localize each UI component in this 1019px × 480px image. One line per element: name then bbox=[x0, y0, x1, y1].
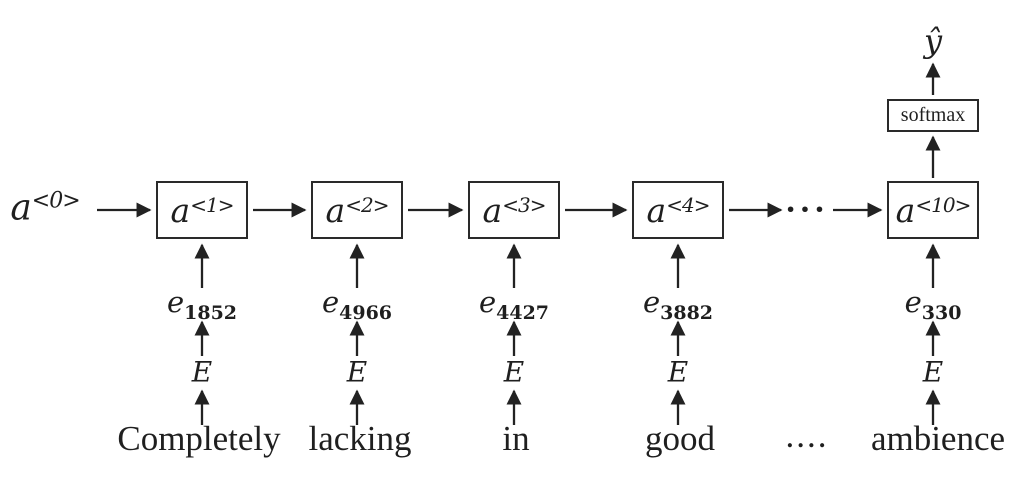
rnn-cell-box-2: a<2> bbox=[311, 181, 403, 239]
e-base: e bbox=[478, 285, 497, 319]
rnn-cell-box-1: a<1> bbox=[156, 181, 248, 239]
embedding-vector-label-5: e330 bbox=[904, 285, 962, 324]
e-base: e bbox=[642, 285, 661, 319]
embedding-matrix-label-1: E bbox=[191, 355, 213, 389]
hidden-state-sup: <2> bbox=[345, 192, 389, 217]
word-row-ellipsis: .... bbox=[785, 416, 829, 455]
embedding-vector-label-2: e4966 bbox=[321, 285, 392, 324]
embedding-matrix-label-5: E bbox=[922, 355, 944, 389]
embedding-vector-label-4: e3882 bbox=[642, 285, 713, 324]
e-base: e bbox=[904, 285, 922, 319]
hidden-state-sup: <4> bbox=[666, 192, 710, 217]
embedding-matrix-label-2: E bbox=[346, 355, 368, 389]
input-word-4: good bbox=[645, 419, 715, 458]
e-subscript: 3882 bbox=[660, 302, 714, 324]
input-word-2: lacking bbox=[308, 419, 412, 458]
hidden-state-base: a bbox=[325, 190, 346, 230]
hidden-state-base: a bbox=[170, 190, 191, 230]
initial-hidden-state-base: a bbox=[10, 187, 32, 229]
rnn-cell-box-3: a<3> bbox=[468, 181, 560, 239]
hidden-state-sup: <10> bbox=[915, 192, 971, 217]
hidden-row-ellipsis: ··· bbox=[785, 192, 829, 228]
embedding-matrix-label-3: E bbox=[503, 355, 525, 389]
initial-hidden-state-label: a<0> bbox=[10, 187, 81, 229]
initial-hidden-state-sup: <0> bbox=[31, 188, 81, 214]
hidden-state-base: a bbox=[646, 190, 667, 230]
e-subscript: 4427 bbox=[496, 302, 550, 324]
embedding-matrix-label-4: E bbox=[667, 355, 689, 389]
embedding-vector-label-3: e4427 bbox=[478, 285, 549, 324]
input-word-3: in bbox=[502, 419, 530, 458]
input-word-1: Completely bbox=[117, 419, 281, 458]
e-subscript: 1852 bbox=[184, 302, 238, 324]
hidden-state-base: a bbox=[482, 190, 503, 230]
hidden-state-base: a bbox=[895, 190, 916, 230]
embedding-vector-label-1: e1852 bbox=[166, 285, 237, 324]
hidden-state-sup: <1> bbox=[190, 192, 234, 217]
output-prediction-label: ŷ bbox=[923, 22, 943, 60]
rnn-cell-box-4: a<4> bbox=[632, 181, 724, 239]
softmax-label: softmax bbox=[900, 104, 966, 126]
softmax-box: softmax bbox=[887, 99, 979, 132]
rnn-cell-box-10: a<10> bbox=[887, 181, 979, 239]
e-subscript: 330 bbox=[921, 302, 962, 324]
e-base: e bbox=[321, 285, 340, 319]
e-base: e bbox=[166, 285, 185, 319]
input-word-5: ambience bbox=[870, 419, 1006, 458]
hidden-state-sup: <3> bbox=[502, 192, 546, 217]
e-subscript: 4966 bbox=[339, 302, 393, 324]
